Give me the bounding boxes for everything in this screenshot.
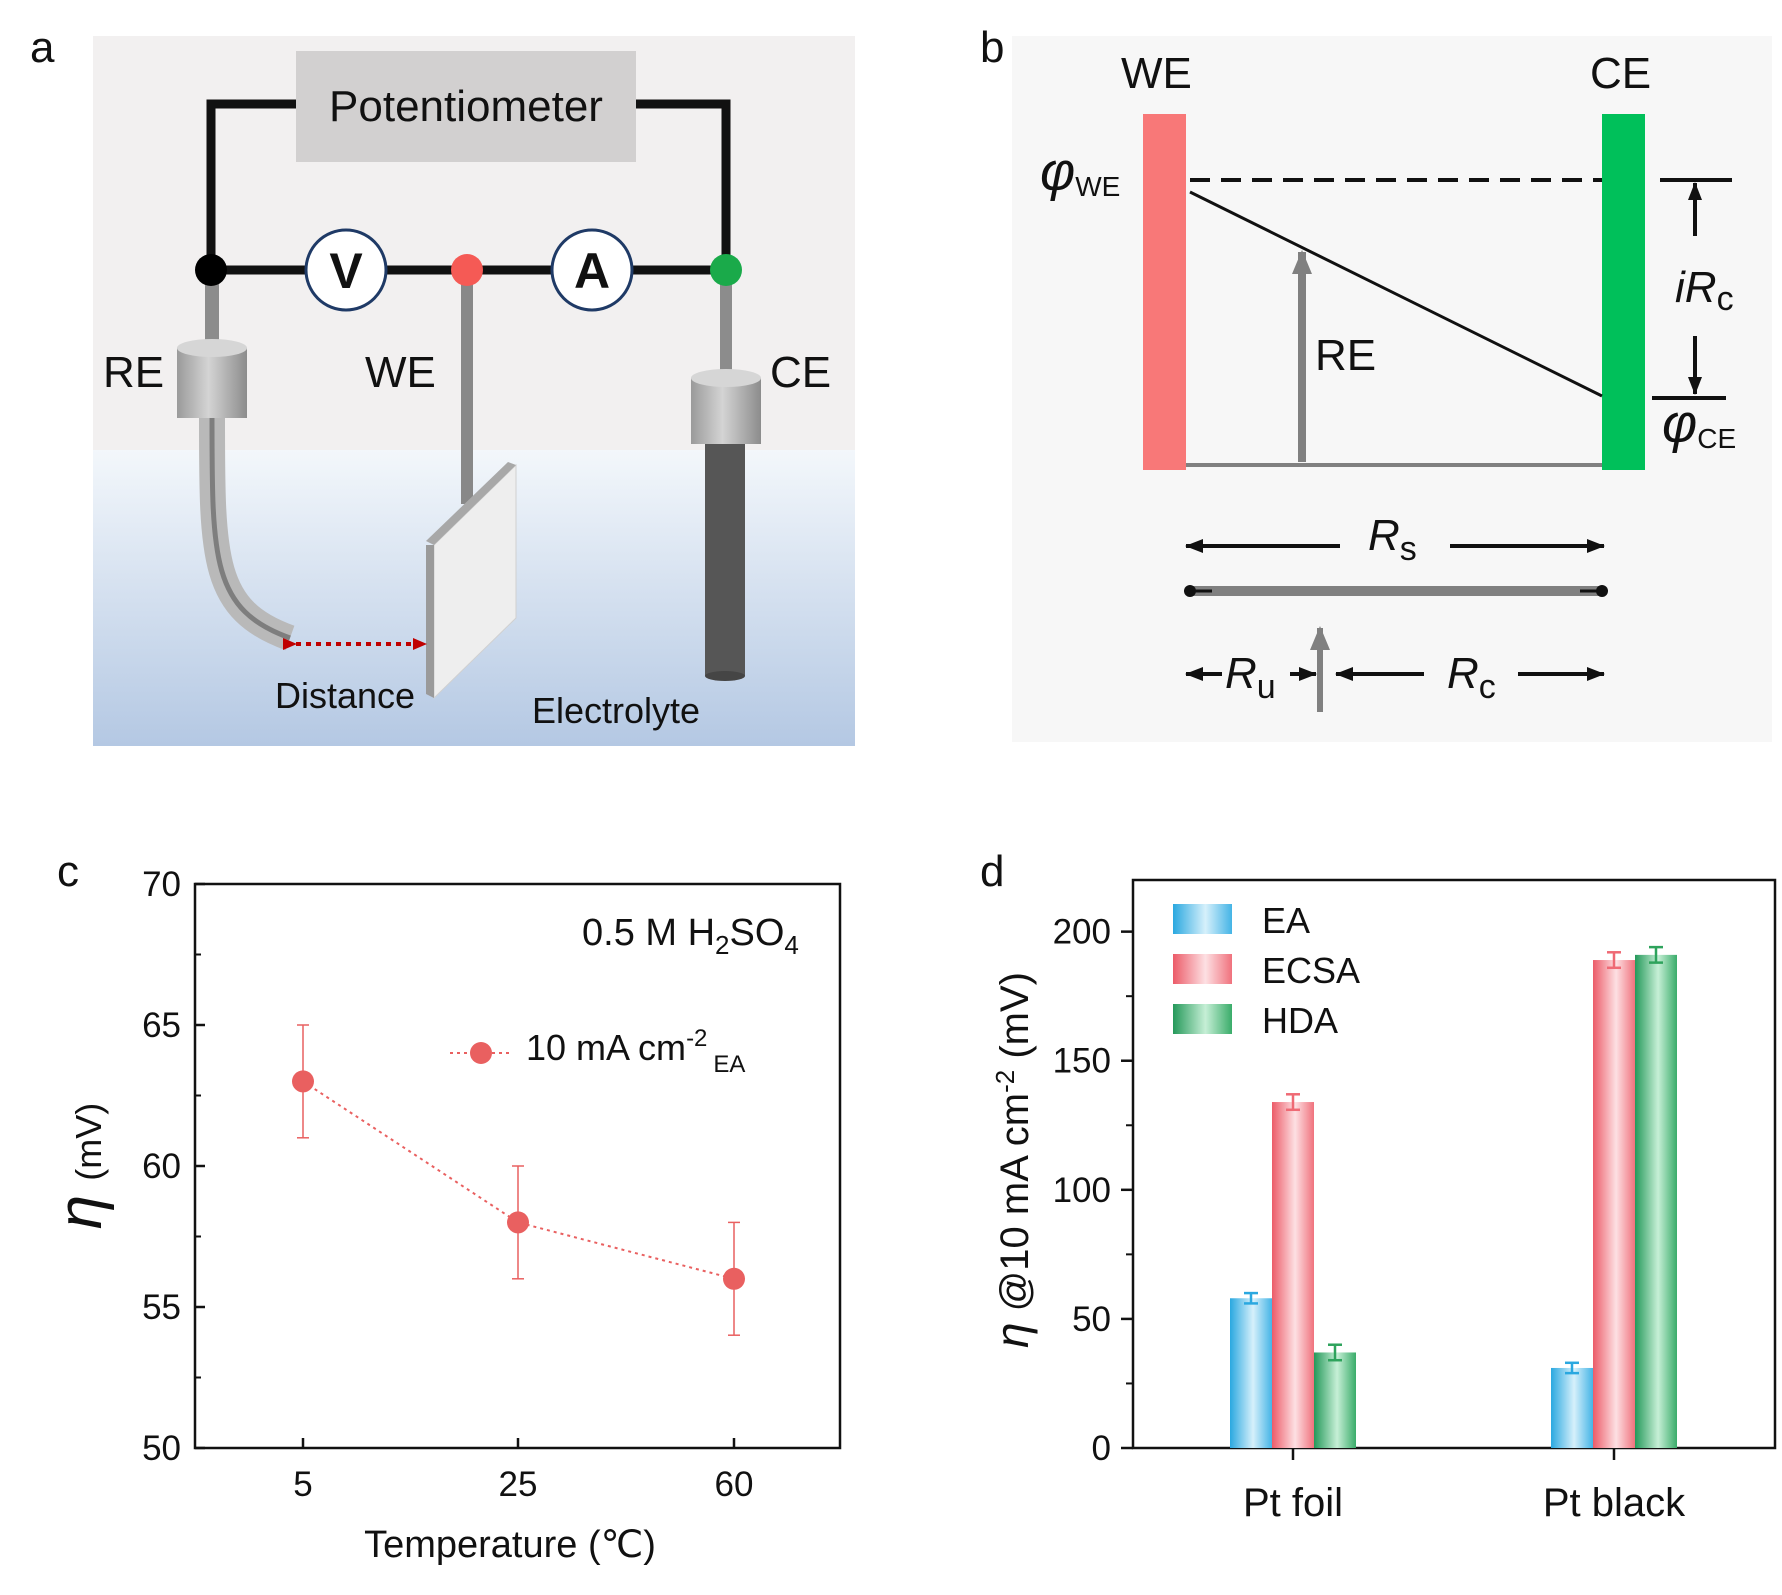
x-tick-label-c: 60 [715,1465,754,1504]
ce-bar [1602,114,1645,470]
panel-b: b WE CE RE φWE φCE iRc Rs Ru Rc [980,23,1772,742]
panel-b-letter: b [980,23,1004,72]
legend-label-hda: HDA [1262,1000,1338,1041]
electrolyte-label: Electrolyte [532,690,700,731]
we-rod [461,272,473,504]
we-bar [1143,114,1186,470]
distance-label: Distance [275,675,415,716]
panel-d: d 0 50 100 150 200 Pt foil Pt black EA ECSA HDA… [980,847,1777,1525]
re-label-b: RE [1315,331,1376,380]
rc-label: Rc [1447,649,1496,706]
panel-c: c 50 55 60 65 70 5 25 60 0.5 M H2SO4 10 mA cm-… [46,847,842,1566]
panel-d-letter: d [980,847,1004,896]
chart-c-legend-label: 10 mA cm-2EA [526,1025,745,1078]
voltmeter-label: V [329,243,363,299]
ce-graphite-end [705,671,745,681]
phi-ce-symbol: φCE [1662,394,1736,454]
potential-drop-line [1189,190,1603,398]
resistance-bar-left-end [1184,585,1196,597]
y-tick-label-c: 55 [142,1288,181,1327]
data-point-c [507,1211,529,1234]
legend-label-ecsa: ECSA [1262,950,1360,991]
chart-d-legend: EA ECSA HDA [1173,900,1360,1041]
y-tick-label-d: 200 [1053,913,1111,952]
ru-label: Ru [1225,649,1276,706]
re-rod [205,282,219,352]
ammeter [550,228,634,312]
x-tick-label-d: Pt foil [1243,1481,1343,1525]
y-tick-label-c: 65 [142,1006,181,1045]
legend-label-ea: EA [1262,900,1310,941]
y-tick-label-d: 150 [1053,1042,1111,1081]
re-node [195,254,227,286]
rs-label: Rs [1368,511,1417,568]
bar-ea-0 [1230,1298,1272,1448]
chart-c-x-title: Temperature (℃) [364,1524,656,1566]
bar-ecsa-1 [1593,960,1635,1448]
ce-cap [691,378,761,444]
we-label: WE [365,348,436,397]
re-label: RE [103,348,164,397]
ce-label: CE [770,348,831,397]
y-tick-label-c: 60 [142,1147,181,1186]
re-cap-top [177,339,247,357]
legend-swatch-ecsa [1173,954,1232,984]
y-tick-label-d: 50 [1072,1300,1111,1339]
chart-c-y-axis: 50 55 60 65 70 [142,865,205,1468]
ce-title: CE [1590,49,1651,98]
y-tick-label-d: 0 [1092,1429,1111,1468]
re-cap [177,348,247,418]
chart-d-frame [1131,878,1777,1450]
ce-node [710,254,742,286]
irc-label: iRc [1675,263,1734,318]
chart-d-y-title: η @10 mA cm-2 (mV) [986,972,1038,1348]
bar-ecsa-0 [1272,1102,1314,1448]
x-tick-label-d: Pt black [1543,1481,1686,1525]
ammeter-label: A [574,243,610,299]
we-plate-edge-top [426,462,516,545]
we-title: WE [1121,49,1192,98]
ce-rod [720,282,732,380]
chart-d-plot [1230,945,1677,1448]
bar-hda-0 [1314,1352,1356,1448]
chart-c-annotation: 0.5 M H2SO4 [582,912,799,960]
y-tick-label-c: 70 [142,865,181,904]
series-line-c [302,1080,735,1280]
potentiometer-label: Potentiometer [329,82,603,131]
chart-c-plot [292,1024,745,1336]
panel-b-background [1012,36,1772,742]
x-tick-label-c: 5 [293,1465,312,1504]
legend-swatch-hda [1173,1004,1232,1034]
chart-c-x-axis: 5 25 60 [293,1438,753,1504]
data-point-c [723,1267,745,1290]
y-tick-label-d: 100 [1053,1171,1111,1210]
resistance-bar-right-end [1596,585,1608,597]
phi-we-symbol: φWE [1040,142,1120,202]
re-tube-core [209,417,291,641]
panel-a-letter: a [30,23,55,72]
voltmeter [304,228,388,312]
panel-a: a Potentiometer V A RE WE [30,23,855,746]
bar-hda-1 [1635,954,1677,1448]
legend-swatch-ea [1173,904,1232,934]
chart-d-y-axis: 0 50 100 150 200 [1053,913,1133,1468]
bar-ea-1 [1551,1367,1593,1448]
potentiometer-box [296,51,636,162]
we-node [451,254,483,286]
panel-c-letter: c [57,847,79,896]
data-point-c [292,1070,314,1093]
potentiometer-wire [206,99,731,269]
x-tick-label-c: 25 [499,1465,538,1504]
we-plate-edge-left [426,545,434,698]
chart-d-x-axis: Pt foil Pt black [1243,1448,1686,1525]
y-tick-label-c: 50 [142,1429,181,1468]
ce-cap-top [691,369,761,387]
chart-c-legend: 10 mA cm-2EA [450,1025,745,1078]
chart-c-y-title: η(mV) [46,1103,115,1229]
chart-c-legend-marker [470,1042,492,1064]
ce-graphite [705,444,745,676]
